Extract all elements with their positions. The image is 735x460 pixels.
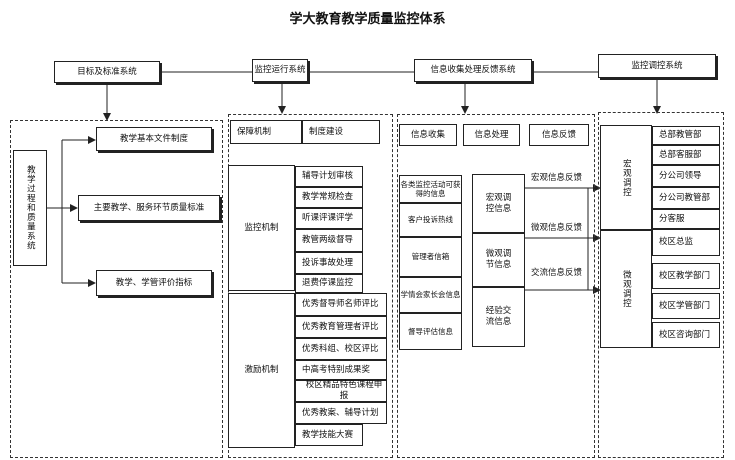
exchange-feedback-label: 交流信息反馈 bbox=[531, 268, 583, 278]
incentive-item: 优秀督导师名师评比 bbox=[295, 293, 387, 316]
incentive-mechanism: 激励机制 bbox=[228, 293, 295, 448]
info-process-header: 信息处理 bbox=[463, 124, 520, 146]
system-info-feedback: 信息收集处理反馈系统 bbox=[414, 59, 532, 82]
micro-feedback-label: 微观信息反馈 bbox=[531, 223, 583, 233]
micro-item: 校区学管部门 bbox=[652, 293, 720, 319]
micro-regulation: 微观调控 bbox=[600, 230, 652, 348]
incentive-item: 优秀科组、校区评比 bbox=[295, 338, 387, 360]
evaluation-indicators: 教学、学管评价指标 bbox=[96, 270, 212, 296]
diagram-title: 学大教育教学质量监控体系 bbox=[289, 12, 446, 27]
info-collect-header: 信息收集 bbox=[399, 124, 457, 146]
monitor-item: 听课评课评学 bbox=[295, 208, 363, 229]
info-source: 客户投诉热线 bbox=[399, 203, 462, 237]
monitor-item: 辅导计划审核 bbox=[295, 166, 363, 187]
macro-item: 总部客服部 bbox=[652, 145, 720, 165]
monitor-item: 退费停课监控 bbox=[295, 274, 363, 293]
info-source: 管理者信箱 bbox=[399, 237, 462, 277]
monitor-item: 教管两级督导 bbox=[295, 229, 363, 252]
macro-item: 分公司领导 bbox=[652, 165, 720, 187]
info-source: 督导评估信息 bbox=[399, 313, 462, 350]
info-source: 各类监控活动可获得的信息 bbox=[399, 175, 462, 203]
macro-item: 总部教管部 bbox=[652, 126, 720, 145]
macro-regulation: 宏观调控 bbox=[600, 125, 652, 230]
micro-adjust-info: 微观调节信息 bbox=[472, 233, 525, 287]
micro-item: 校区咨询部门 bbox=[652, 322, 720, 348]
macro-item: 分公司教管部 bbox=[652, 187, 720, 209]
system-monitor-operation: 监控运行系统 bbox=[252, 59, 308, 82]
macro-regulation-info: 宏观调控信息 bbox=[472, 174, 525, 233]
info-source: 学情会家长会信息 bbox=[399, 277, 462, 313]
monitor-item: 投诉事故处理 bbox=[295, 252, 363, 274]
incentive-item: 校区精品特色课程申报 bbox=[295, 380, 387, 402]
guarantee-mechanism: 保障机制 bbox=[230, 120, 302, 144]
incentive-item: 优秀教案、辅导计划 bbox=[295, 402, 387, 424]
system-construction: 制度建设 bbox=[302, 120, 380, 144]
col3-frame bbox=[397, 114, 595, 458]
info-feedback-header: 信息反馈 bbox=[529, 124, 589, 146]
system-regulation: 监控调控系统 bbox=[598, 54, 716, 78]
incentive-item: 优秀教育管理者评比 bbox=[295, 316, 387, 338]
macro-item: 分客服 bbox=[652, 209, 720, 229]
incentive-item: 中高考特别成果奖 bbox=[295, 360, 387, 380]
micro-item: 校区总监 bbox=[652, 229, 720, 256]
micro-item: 校区教学部门 bbox=[652, 263, 720, 289]
col1-frame bbox=[10, 120, 223, 458]
experience-exchange-info: 经验交流信息 bbox=[472, 287, 525, 347]
system-goals-standards: 目标及标准系统 bbox=[54, 61, 160, 83]
teaching-quality-system-label: 教学过程和质量系统 bbox=[13, 150, 47, 266]
incentive-item: 教学技能大赛 bbox=[295, 424, 363, 446]
col4-frame bbox=[598, 112, 724, 458]
monitor-item: 教学常规检查 bbox=[295, 187, 363, 208]
macro-feedback-label: 宏观信息反馈 bbox=[531, 173, 583, 183]
quality-standards: 主要教学、服务环节质量标准 bbox=[78, 195, 220, 221]
monitor-mechanism: 监控机制 bbox=[228, 165, 295, 291]
basic-doc-system: 教学基本文件制度 bbox=[96, 127, 212, 151]
